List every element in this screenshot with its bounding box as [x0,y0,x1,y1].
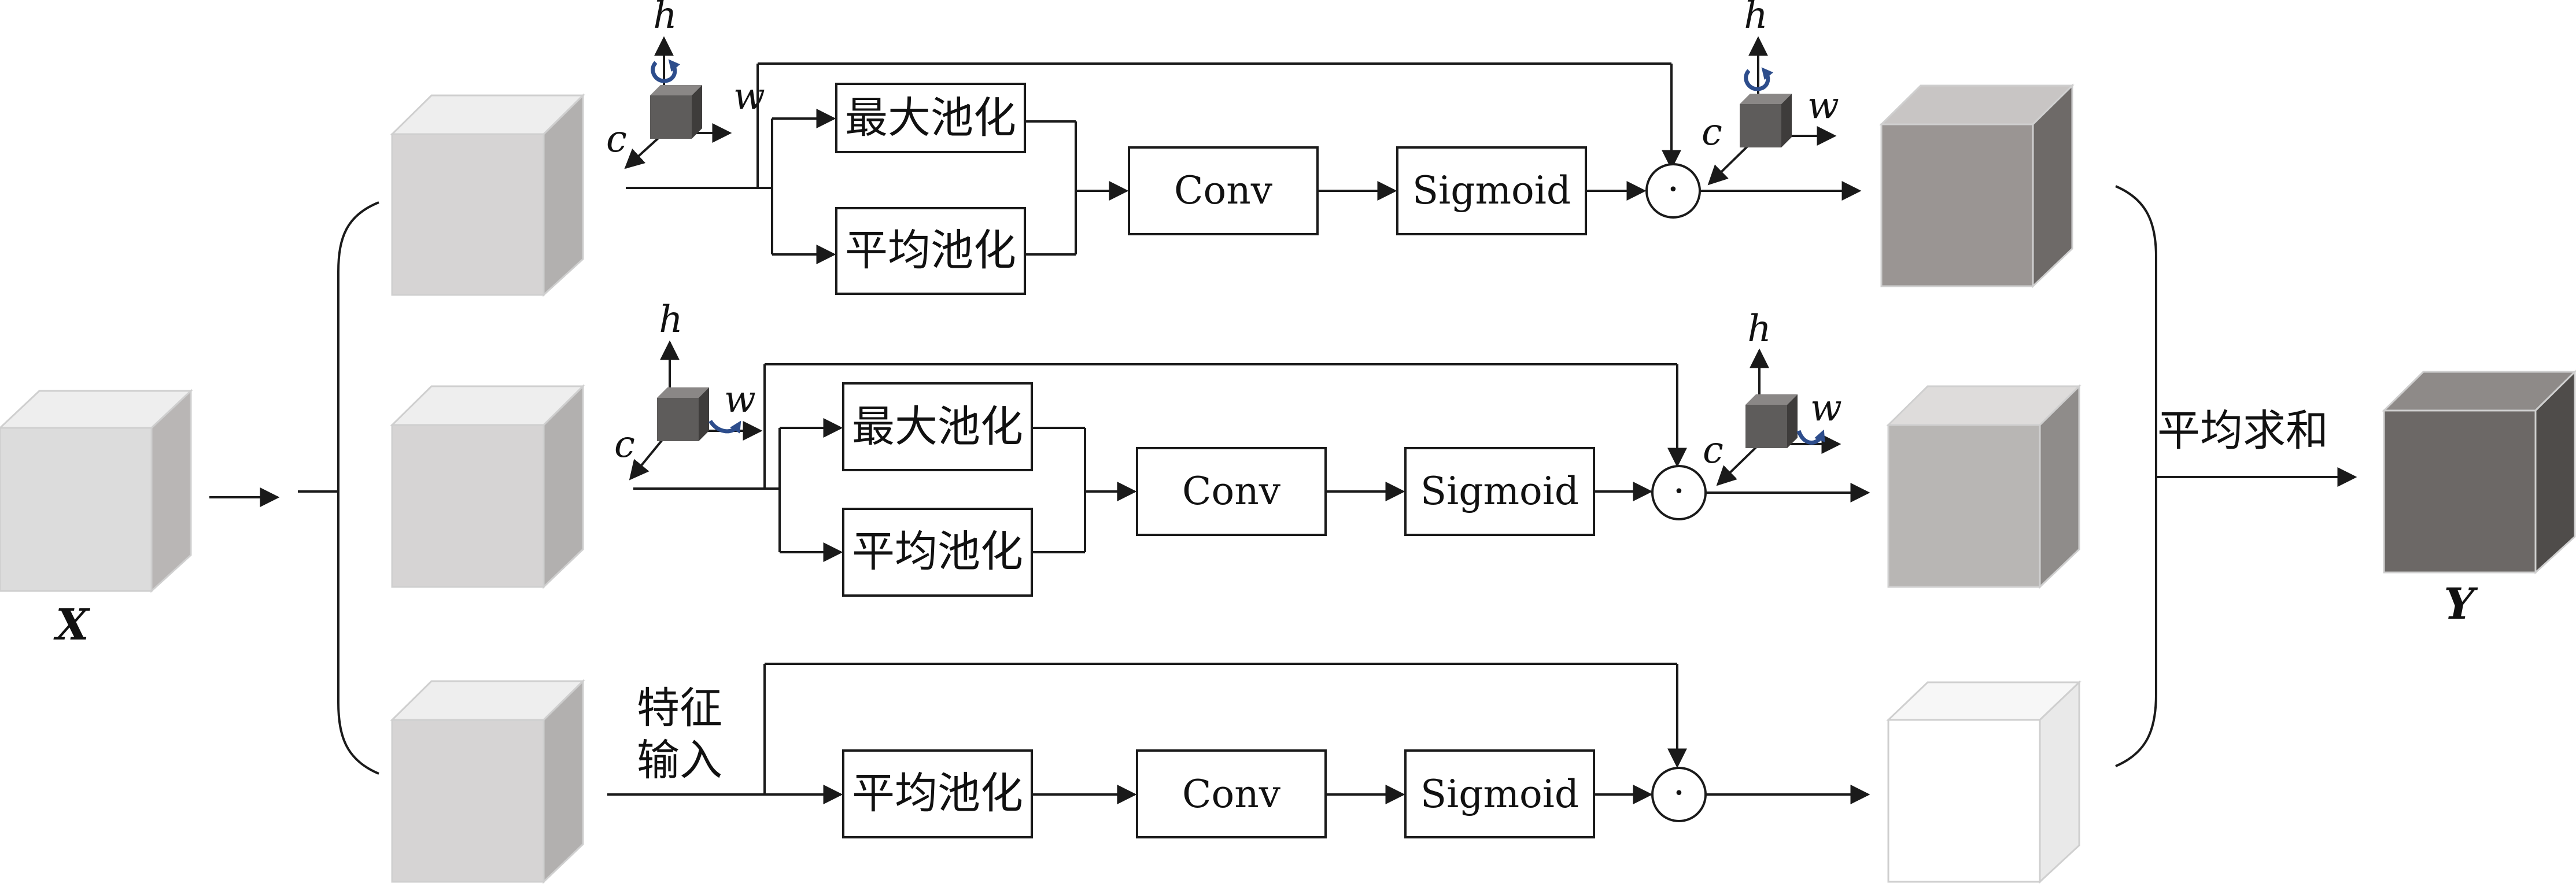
avg-pool-box-1 [835,207,1026,295]
output-cube-y [2382,369,2576,575]
max-pool-box-2 [842,382,1033,471]
axis-w-label: w [1810,387,1842,430]
conv-label-3: Conv [1182,772,1281,816]
axis-c-label: c [614,423,635,466]
avg-pool-box-3 [842,749,1033,838]
input-label: X [53,600,90,650]
branch-cube-3 [390,679,585,884]
multiply-symbol-2: · [1673,469,1685,513]
axis-h-label: h [1744,0,1767,37]
branch-2: h w c 最大池化 平均池化 Conv Sigmoid · [614,298,1870,597]
rotation-w-icon-out-2 [1796,429,1825,445]
feature-input-label-line1: 特征 [637,683,722,733]
axis-w-label: w [1807,84,1839,127]
merge-label: 平均求和 [2157,406,2328,456]
branch-cube-2 [390,384,585,589]
axes-gizmo-out-1: h w c [1702,0,1839,186]
conv-box-1 [1128,146,1319,235]
conv-box-3 [1136,749,1327,838]
axis-h-label: h [1747,308,1771,350]
feature-input-label-line2: 输入 [637,736,722,785]
output-cube-2 [1886,384,2082,589]
max-pool-box-1 [835,83,1026,153]
sigmoid-label-1: Sigmoid [1412,168,1571,213]
conv-label-2: Conv [1182,469,1281,513]
output-cube-3 [1886,680,2082,884]
max-pool-label-1: 最大池化 [845,93,1016,143]
branch-1: h w c 最大池化 平均池化 Conv Sigmoid · [606,0,1862,295]
split-brace [337,201,379,775]
axes-gizmo-out-2: h w c [1703,308,1842,486]
sigmoid-label-3: Sigmoid [1420,772,1579,816]
branch-cube-1 [390,93,585,297]
input-cube-x [0,389,193,593]
avg-pool-label-2: 平均池化 [852,527,1023,576]
axis-c-label: c [1703,429,1724,472]
avg-pool-label-1: 平均池化 [845,226,1016,275]
axis-w-label: w [724,378,756,421]
axis-h-label: h [659,298,682,341]
axis-w-label: w [733,75,765,118]
rotation-h-icon-in-1 [651,59,681,83]
sigmoid-box-3 [1404,749,1595,838]
multiply-symbol-3: · [1673,771,1685,815]
output-cube-1 [1879,83,2075,289]
output-label: Y [2444,579,2478,629]
axes-gizmo-in-2: h w c [614,298,763,481]
conv-label-1: Conv [1174,168,1273,213]
max-pool-label-2: 最大池化 [852,402,1023,452]
sigmoid-box-1 [1396,146,1587,235]
axis-h-label: h [653,0,677,37]
avg-pool-label-3: 平均池化 [852,768,1023,818]
multiply-symbol-1: · [1667,167,1680,212]
axes-gizmo-in-1: h w c [606,0,765,169]
merge-brace [2115,185,2157,767]
axis-c-label: c [1702,111,1722,154]
conv-box-2 [1136,447,1327,536]
rotation-h-icon-out-1 [1744,67,1774,91]
branch-3: 特征 输入 平均池化 Conv Sigmoid · [607,663,1870,838]
sigmoid-box-2 [1404,447,1595,536]
axis-c-label: c [606,118,627,161]
rotation-w-icon-in-2 [708,419,741,434]
sigmoid-label-2: Sigmoid [1420,469,1579,513]
